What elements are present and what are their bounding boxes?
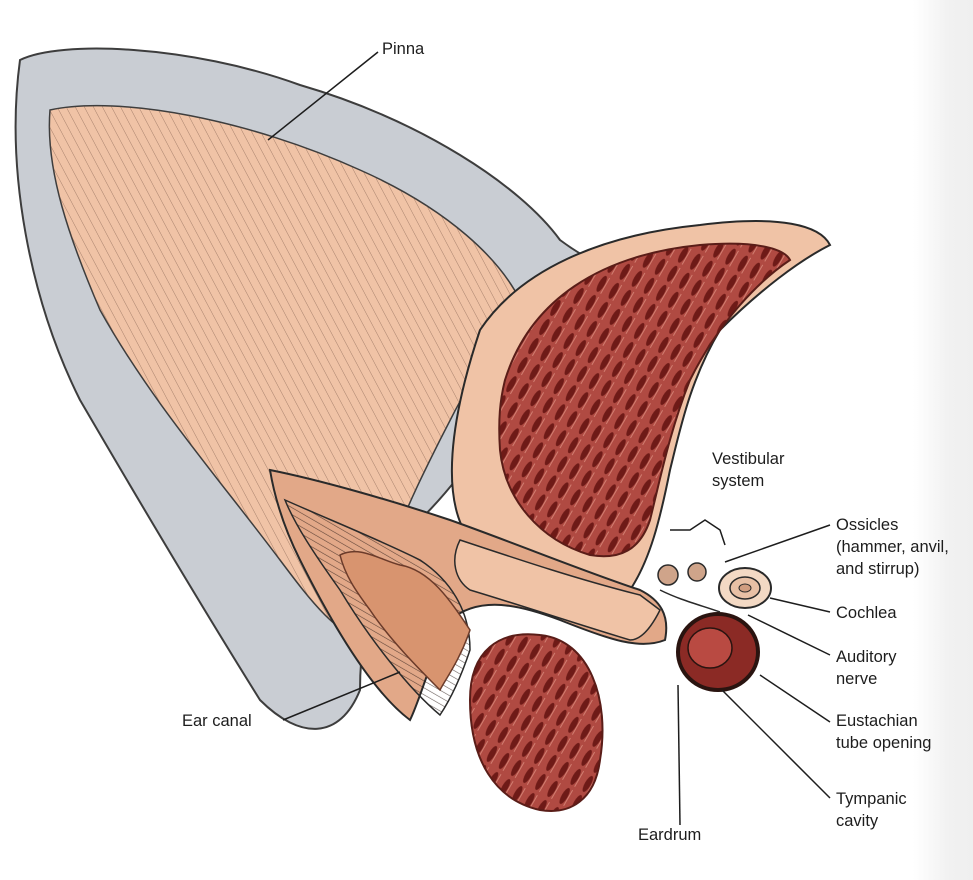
leader-eardrum [677,684,681,826]
label-tympanic-line2: cavity [836,812,879,830]
label-eardrum: Eardrum [638,824,701,846]
leader-vestibular [670,519,726,546]
label-cochlea-text: Cochlea [836,604,897,622]
cartilage-lower [468,633,604,812]
label-ear-canal: Ear canal [182,710,252,732]
label-vestibular-line2: system [712,472,765,490]
label-eustachian-line1: Eustachian [836,712,918,730]
label-ossicles-line1: Ossicles [836,516,899,534]
label-vestibular-line1: Vestibular [712,450,785,468]
page-edge-shadow [913,0,973,880]
leader-lines [267,51,831,826]
label-eardrum-text: Eardrum [638,826,702,844]
label-ossicles: Ossicles (hammer, anvil, and stirrup) [836,514,949,580]
leader-eustachian [759,674,831,723]
label-ear-canal-text: Ear canal [182,712,252,730]
leader-tympanic [721,689,831,799]
leader-ossicles [724,524,831,563]
label-ossicles-line2: (hammer, anvil, [836,538,949,556]
label-tympanic-line1: Tympanic [836,790,907,808]
label-auditory-nerve: Auditory nerve [836,646,897,690]
leader-pinna [267,51,379,141]
label-vestibular-system: Vestibular system [712,448,784,492]
label-ossicles-line3: and stirrup) [836,560,920,578]
leader-auditory [747,614,831,656]
ear-canal-shape [268,468,668,722]
label-pinna-text: Pinna [382,40,425,58]
label-auditory-line1: Auditory [836,648,897,666]
label-eustachian-tube: Eustachian tube opening [836,710,931,754]
leader-ear-canal [282,671,401,721]
label-pinna: Pinna [382,38,424,60]
label-cochlea: Cochlea [836,602,897,624]
label-tympanic-cavity: Tympanic cavity [836,788,907,832]
label-auditory-line2: nerve [836,670,878,688]
inner-ear [657,562,772,692]
label-eustachian-line2: tube opening [836,734,932,752]
leader-cochlea [769,597,831,613]
